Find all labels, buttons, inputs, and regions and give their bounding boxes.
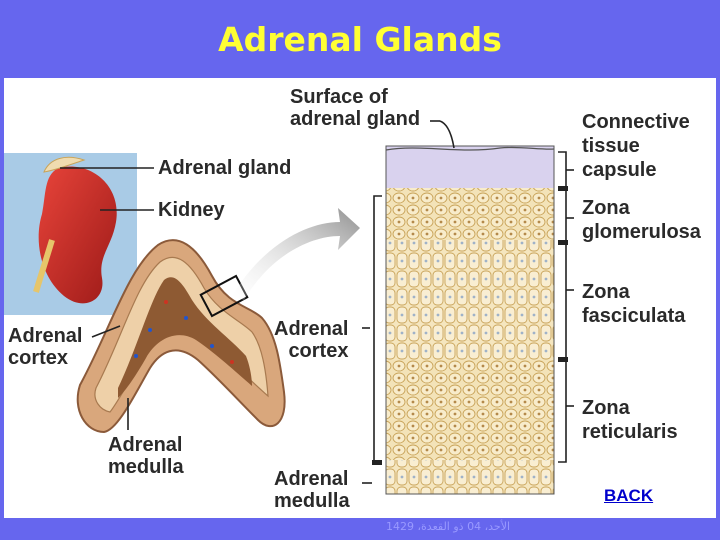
footer-date: الأحد، 04 ذو القعدة، 1429 xyxy=(386,520,511,533)
label-surface-line2: adrenal gland xyxy=(290,108,421,130)
label-reticularis-line2: reticularis xyxy=(582,421,678,443)
label-cortex-mid-line2: cortex xyxy=(288,340,349,362)
label-capsule-line1: Connective xyxy=(582,111,690,133)
slide-title: Adrenal Glands xyxy=(218,19,502,59)
label-kidney: Kidney xyxy=(158,199,225,221)
label-zona-glomerulosa: Zona glomerulosa xyxy=(582,196,701,244)
label-adrenal-cortex-left: Adrenal cortex xyxy=(8,325,82,369)
tissue-section xyxy=(385,145,555,495)
leader-lines xyxy=(60,120,455,484)
label-adrenal-medulla-left: Adrenal medulla xyxy=(108,434,184,478)
label-medulla-mid-line1: Adrenal xyxy=(274,468,349,490)
label-surface-line1: Surface of xyxy=(290,86,388,108)
adrenal-gland-cap xyxy=(43,156,86,173)
label-reticularis-line1: Zona xyxy=(582,397,630,419)
label-cortex-left-line1: Adrenal xyxy=(8,325,83,347)
label-cortex-left-line2: cortex xyxy=(8,347,69,369)
label-cortex-mid-line1: Adrenal xyxy=(274,318,349,340)
label-capsule: Connective tissue capsule xyxy=(582,110,690,182)
label-capsule-line2: tissue xyxy=(582,135,640,157)
back-link[interactable]: BACK xyxy=(604,486,654,505)
bracket-markers xyxy=(372,186,568,465)
label-medulla-left-line1: Adrenal xyxy=(108,434,183,456)
label-fasciculata-line2: fasciculata xyxy=(582,305,686,327)
label-capsule-line3: capsule xyxy=(582,159,657,181)
label-glomerulosa-line2: glomerulosa xyxy=(582,221,701,243)
label-adrenal-medulla-mid: Adrenal medulla xyxy=(274,468,350,512)
kidney-illustration xyxy=(38,166,117,304)
ureter xyxy=(33,239,55,293)
adrenal-cross-section xyxy=(76,239,286,434)
label-surface: Surface of adrenal gland xyxy=(290,86,420,130)
label-glomerulosa-line1: Zona xyxy=(582,197,630,219)
label-medulla-left-line2: medulla xyxy=(108,456,184,478)
magnify-arrow xyxy=(232,208,360,300)
label-fasciculata-line1: Zona xyxy=(582,281,630,303)
kidney-inset xyxy=(4,153,137,315)
label-adrenal-cortex-mid: Adrenal cortex xyxy=(274,318,348,362)
label-zona-reticularis: Zona reticularis xyxy=(582,396,678,444)
label-adrenal-gland: Adrenal gland xyxy=(158,157,292,179)
label-zona-fasciculata: Zona fasciculata xyxy=(582,280,685,328)
label-medulla-mid-line2: medulla xyxy=(274,490,350,512)
